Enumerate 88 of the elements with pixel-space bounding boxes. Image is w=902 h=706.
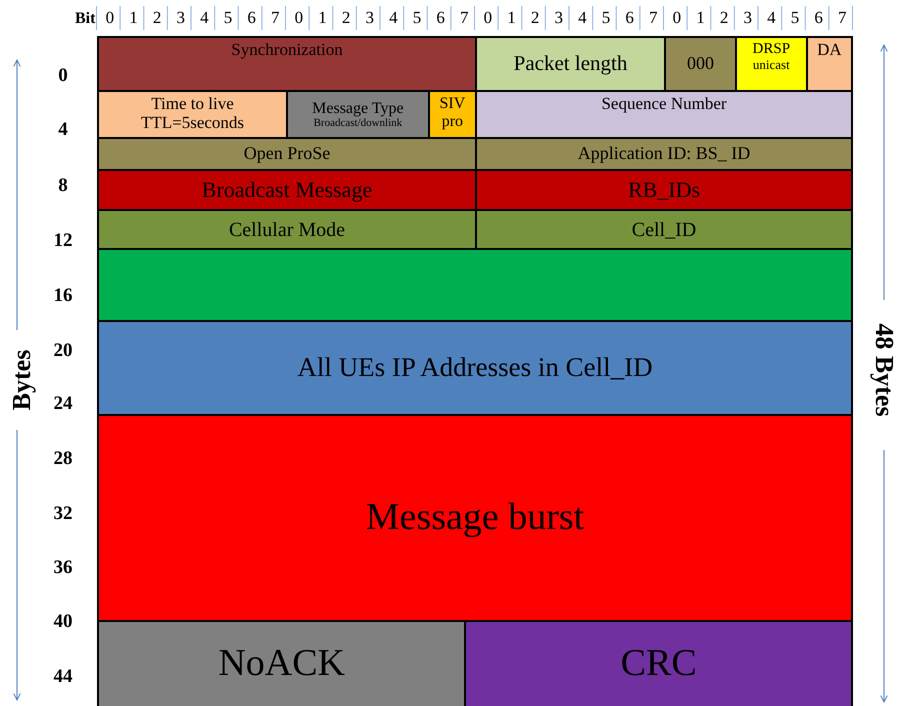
packet-field xyxy=(97,137,477,171)
bit-number: 0 xyxy=(104,9,116,26)
bit-number: 7 xyxy=(458,9,470,26)
bit-number: 3 xyxy=(553,9,564,26)
field-label: Message Type xyxy=(312,100,404,118)
bit-number: 3 xyxy=(364,9,375,26)
bit-number: 6 xyxy=(435,9,446,26)
packet-field xyxy=(475,90,853,139)
packet-field xyxy=(97,620,466,706)
field-label: Open ProSe xyxy=(244,144,330,164)
packet-field xyxy=(97,209,477,250)
byte-offset: 16 xyxy=(52,286,74,305)
packet-field xyxy=(734,36,808,92)
size-label: 48 Bytes xyxy=(871,323,897,417)
packet-field xyxy=(97,414,853,622)
field-sublabel: unicast xyxy=(752,58,790,72)
byte-offset: 4 xyxy=(57,120,69,139)
bit-number: 6 xyxy=(624,9,635,26)
bit-number: 7 xyxy=(270,9,280,26)
bit-number: 2 xyxy=(718,9,730,26)
bit-number: 5 xyxy=(412,9,422,26)
field-label: Message burst xyxy=(366,497,584,539)
packet-field xyxy=(97,36,477,92)
byte-offset: 20 xyxy=(52,341,74,360)
packet-field xyxy=(475,36,666,92)
bit-number: 2 xyxy=(152,9,162,26)
packet-field xyxy=(97,169,477,211)
packet-field xyxy=(475,137,853,171)
field-label: RB_IDs xyxy=(628,178,700,202)
bit-number: 3 xyxy=(742,9,753,26)
byte-offset: 40 xyxy=(52,612,74,631)
packet-field xyxy=(475,169,853,211)
packet-field xyxy=(475,209,853,250)
packet-field xyxy=(464,620,853,706)
bit-number: 0 xyxy=(294,9,304,26)
packet-field xyxy=(97,320,853,416)
field-label: Cellular Mode xyxy=(228,218,346,240)
bit-number: 4 xyxy=(388,9,399,26)
bit-number: 2 xyxy=(340,9,352,26)
byte-offset: 36 xyxy=(52,558,74,577)
bit-number: 7 xyxy=(648,9,658,26)
byte-offset: 0 xyxy=(57,66,69,85)
bit-number: 2 xyxy=(530,9,540,26)
bit-number: 0 xyxy=(482,9,494,26)
field-label: Cell_ID xyxy=(632,218,696,240)
byte-offset: 28 xyxy=(52,449,74,468)
box-field xyxy=(97,248,853,322)
bit-number: 5 xyxy=(790,9,800,26)
field-label: DRSP xyxy=(752,41,790,58)
bit-number: 1 xyxy=(128,9,139,26)
bit-axis-label: Bit xyxy=(75,11,96,27)
field-label: Sequence Number xyxy=(601,95,727,114)
field-sublabel: Broadcast/downlink xyxy=(314,117,402,130)
packet-field xyxy=(428,90,477,139)
field-label: SIV pro xyxy=(438,95,466,130)
packet-field xyxy=(286,90,430,139)
bit-number: 1 xyxy=(506,9,517,26)
axis-title: Bytes xyxy=(9,350,35,410)
field-label: 000 xyxy=(686,54,714,74)
field-label: Synchronization xyxy=(231,41,343,60)
bit-number: 5 xyxy=(222,9,234,26)
field-label: All UEs IP Addresses in Cell_ID xyxy=(297,353,653,383)
bit-number: 4 xyxy=(199,9,210,26)
field-label: Broadcast Message xyxy=(202,178,372,202)
packet-field xyxy=(97,90,288,139)
bit-number: 4 xyxy=(577,9,588,26)
byte-offset: 12 xyxy=(52,231,74,250)
bit-number: 7 xyxy=(836,9,848,26)
bit-number: 1 xyxy=(317,9,328,26)
bit-number: 5 xyxy=(600,9,612,26)
bit-number: 4 xyxy=(766,9,777,26)
packet-field xyxy=(664,36,737,92)
field-label: Packet length xyxy=(514,52,628,76)
bit-number: 6 xyxy=(246,9,257,26)
field-label: CRC xyxy=(620,643,697,685)
bit-number: 1 xyxy=(695,9,706,26)
field-label: Time to live TTL=5seconds xyxy=(140,95,246,132)
bit-number: 6 xyxy=(813,9,824,26)
field-label: Application ID: BS_ ID xyxy=(578,144,750,164)
bit-number: 0 xyxy=(672,9,682,26)
field-label: NoACK xyxy=(218,643,346,685)
field-label: DA xyxy=(817,41,842,60)
byte-offset: 32 xyxy=(52,504,74,523)
byte-offset: 44 xyxy=(52,667,74,686)
bit-number: 3 xyxy=(175,9,186,26)
byte-offset: 8 xyxy=(57,176,69,195)
packet-field xyxy=(806,36,853,92)
byte-offset: 24 xyxy=(52,394,74,413)
